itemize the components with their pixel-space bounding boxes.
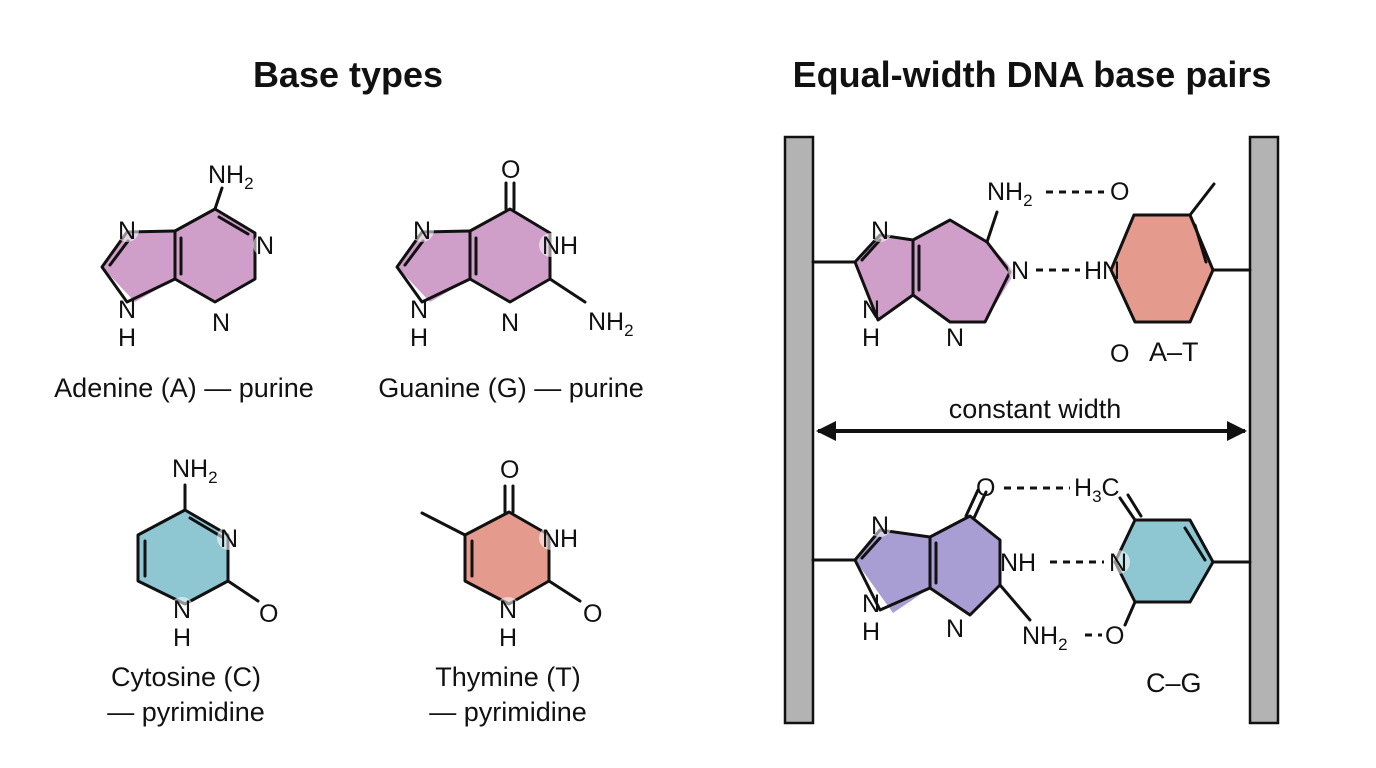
- cytosine-carbonyl-o-label: O: [259, 600, 278, 628]
- thymine-caption-line2: — pyrimidine: [429, 697, 587, 727]
- thymine-ring-fill: [465, 512, 549, 604]
- thymine-top-o-label: O: [500, 456, 519, 484]
- guanine-carbonyl-o-label: O: [501, 156, 520, 184]
- cg-base-pair: O H3C NH N NH2 O N N N H C–G: [811, 474, 1252, 698]
- left-backbone-strand: [783, 135, 815, 725]
- adenine-caption: Adenine (A) — purine: [54, 373, 314, 403]
- guanine-amino-group: NH2: [588, 308, 634, 340]
- cytosine-structure: NH2 N O N H Cytosine (C) — pyrimidine: [107, 455, 278, 727]
- cg-guanine-amino-group: NH2: [1022, 622, 1068, 654]
- cytosine-n3-label: N: [220, 525, 238, 553]
- at-adenine-n3-label: N: [946, 324, 964, 352]
- cg-guanine-o-label: O: [976, 474, 995, 502]
- at-adenine-fill: [855, 220, 1015, 322]
- cg-bonds: [811, 488, 1252, 627]
- at-base-pair: NH2 O N HN O N N N H A–T: [811, 178, 1252, 368]
- cg-pair-label: C–G: [1146, 668, 1202, 698]
- adenine-n7-label: N: [118, 217, 136, 245]
- guanine-h-label: H: [410, 324, 428, 352]
- guanine-structure: O NH N N N H NH2 Guanine (G) — purine: [378, 156, 644, 403]
- constant-width-label: constant width: [949, 394, 1122, 424]
- thymine-caption-line1: Thymine (T): [435, 662, 581, 692]
- cytosine-caption-line1: Cytosine (C): [111, 662, 261, 692]
- cg-h3c-label: H3C: [1074, 474, 1120, 506]
- cg-guanine-n7-label: N: [871, 512, 889, 540]
- cg-cytosine-o-label: O: [1105, 622, 1124, 650]
- at-thymine-fill: [1111, 215, 1213, 322]
- adenine-n3-label: N: [212, 309, 230, 337]
- at-bonds: [811, 182, 1252, 324]
- left-panel-title: Base types: [253, 54, 443, 95]
- right-panel-title: Equal-width DNA base pairs: [793, 54, 1272, 95]
- cg-guanine-nh-label: NH: [1000, 549, 1036, 577]
- at-adenine-n9-label: N: [862, 296, 880, 324]
- guanine-n1h-label: NH: [542, 232, 578, 260]
- cytosine-caption-line2: — pyrimidine: [107, 697, 265, 727]
- adenine-bonds: [100, 186, 257, 304]
- cytosine-h-label: H: [173, 624, 191, 652]
- guanine-n3-label: N: [501, 309, 519, 337]
- adenine-h-label: H: [118, 324, 136, 352]
- cg-guanine-h-label: H: [862, 618, 880, 646]
- at-pair-label: A–T: [1149, 337, 1199, 367]
- cg-guanine-n9-label: N: [862, 590, 880, 618]
- guanine-n9-label: N: [410, 296, 428, 324]
- thymine-h-label: H: [499, 624, 517, 652]
- constant-width-measure: constant width: [816, 394, 1247, 441]
- guanine-n7-label: N: [413, 217, 431, 245]
- adenine-n1-label: N: [256, 232, 274, 260]
- at-adenine-n1-label: N: [1011, 257, 1029, 285]
- cg-guanine-fill: [855, 516, 1000, 615]
- thymine-n3h-label: NH: [542, 525, 578, 553]
- at-thymine-top-o-label: O: [1110, 178, 1129, 206]
- cg-cytosine-fill: [1115, 520, 1213, 602]
- at-adenine-amino-group: NH2: [987, 178, 1033, 210]
- thymine-structure: O NH O N H Thymine (T) — pyrimidine: [420, 456, 602, 727]
- adenine-amino-group: NH2: [208, 161, 254, 193]
- guanine-bonds: [395, 181, 587, 304]
- cytosine-ring-fill: [138, 510, 228, 604]
- at-thymine-bottom-o-label: O: [1110, 340, 1129, 368]
- right-backbone-strand: [1248, 135, 1280, 725]
- adenine-n9-label: N: [118, 296, 136, 324]
- thymine-n1-label: N: [499, 596, 517, 624]
- adenine-structure: NH2 N N N N H Adenine (A) — purine: [54, 161, 314, 403]
- cytosine-amino-group: NH2: [172, 455, 218, 487]
- cg-guanine-n3-label: N: [946, 615, 964, 643]
- thymine-right-o-label: O: [583, 600, 602, 628]
- cytosine-n1-label: N: [173, 596, 191, 624]
- at-adenine-h-label: H: [862, 324, 880, 352]
- guanine-caption: Guanine (G) — purine: [378, 373, 644, 403]
- at-adenine-n7-label: N: [871, 217, 889, 245]
- at-thymine-hn-label: HN: [1084, 257, 1120, 285]
- cg-cytosine-n-label: N: [1109, 549, 1127, 577]
